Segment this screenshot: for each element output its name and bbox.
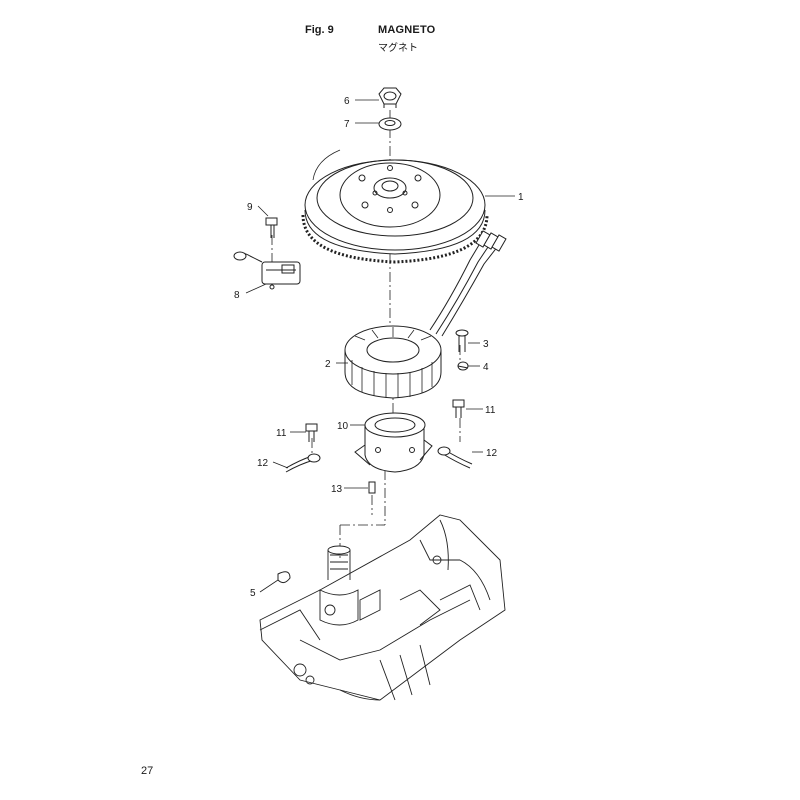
- key-part-5: [277, 571, 291, 584]
- callout-12-right: 12: [486, 448, 498, 459]
- bolt-part-11-left: [305, 423, 318, 442]
- callout-8: 8: [234, 290, 240, 301]
- bolt-part-11-right: [452, 399, 465, 418]
- bolt-part-9: [265, 217, 278, 238]
- page-number: 27: [141, 765, 154, 777]
- clip-part-4: [457, 361, 469, 371]
- pulser-coil-part-8: [233, 251, 301, 290]
- lead-clamp-part-12-left: [285, 453, 321, 473]
- stator-part-2: [344, 325, 442, 399]
- callout-1: 1: [518, 192, 524, 203]
- flywheel-part-1: [301, 149, 489, 264]
- stator-base-part-10: [354, 412, 433, 473]
- callout-9: 9: [247, 202, 253, 213]
- callout-11-left: 11: [276, 428, 287, 439]
- callout-7: 7: [344, 119, 350, 130]
- callout-10: 10: [337, 421, 349, 432]
- callout-leader-lines: [245, 99, 515, 593]
- figure-title: MAGNETO: [378, 24, 436, 36]
- callout-4: 4: [483, 362, 489, 373]
- callout-6: 6: [344, 96, 350, 107]
- callout-13: 13: [331, 484, 343, 495]
- lead-clamp-part-12-right: [437, 446, 473, 469]
- nut-part-6: [378, 87, 402, 108]
- powerhead-crankcase: [259, 514, 506, 701]
- stator-wire-leads: [429, 230, 507, 337]
- figure-number: Fig. 9: [305, 24, 334, 36]
- callout-12-left: 12: [257, 458, 269, 469]
- figure-subtitle: マグネト: [378, 43, 418, 54]
- callout-2: 2: [325, 359, 331, 370]
- callout-5: 5: [250, 588, 256, 599]
- screw-part-3: [455, 329, 469, 352]
- callout-11-right: 11: [485, 405, 496, 416]
- pin-part-13: [368, 481, 376, 494]
- callout-3: 3: [483, 339, 489, 350]
- washer-part-7: [378, 117, 402, 131]
